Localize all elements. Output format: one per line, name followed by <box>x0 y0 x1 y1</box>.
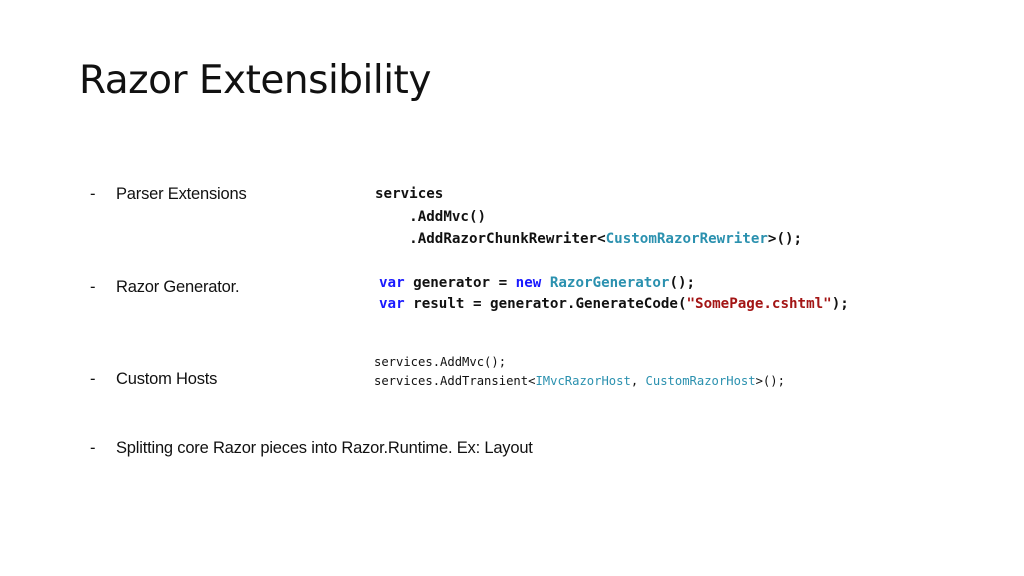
code-line: .AddMvc() <box>375 208 487 225</box>
code-line: var result = generator.GenerateCode("Som… <box>379 294 849 315</box>
code-keyword-token: new <box>515 275 542 291</box>
bullet-dash: - <box>90 278 96 296</box>
bullet-dash: - <box>90 439 96 457</box>
code-snippet-razor-generator: var generator = new RazorGenerator();var… <box>379 273 849 315</box>
code-token: , <box>630 374 646 388</box>
bullet-parser-extensions: - Parser Extensions <box>90 185 247 204</box>
bullet-custom-hosts: - Custom Hosts <box>90 370 217 389</box>
code-token <box>541 275 550 291</box>
code-token: >(); <box>755 374 785 388</box>
code-type-token: CustomRazorHost <box>645 374 756 388</box>
code-token: >(); <box>767 231 803 247</box>
code-snippet-parser-extensions: services .AddMvc() .AddRazorChunkRewrite… <box>375 183 802 251</box>
code-keyword-token: var <box>379 275 405 291</box>
code-type-token: RazorGenerator <box>549 275 670 291</box>
code-keyword-token: var <box>379 296 405 312</box>
code-token: ); <box>831 296 849 312</box>
code-line: services <box>375 186 444 202</box>
code-token: result = generator.GenerateCode( <box>404 296 687 312</box>
code-line: .AddRazorChunkRewriter<CustomRazorRewrit… <box>375 228 802 251</box>
bullet-dash: - <box>90 370 96 388</box>
bullet-razor-generator: - Razor Generator. <box>90 278 240 297</box>
code-snippet-custom-hosts: services.AddMvc(); services.AddTransient<… <box>374 353 785 391</box>
bullet-text: Razor Generator. <box>116 278 240 296</box>
code-type-token: CustomRazorRewriter <box>605 231 768 247</box>
code-line: services.AddMvc(); <box>374 355 507 369</box>
code-string-token: "SomePage.cshtml" <box>686 296 832 312</box>
code-line: var generator = new RazorGenerator(); <box>379 273 849 294</box>
code-token: services.AddTransient< <box>374 374 536 388</box>
code-token: .AddRazorChunkRewriter< <box>375 231 606 247</box>
bullet-text: Parser Extensions <box>116 185 247 203</box>
code-line: services.AddTransient<IMvcRazorHost, Cus… <box>374 372 785 391</box>
bullet-text: Custom Hosts <box>116 370 218 388</box>
code-token: generator = <box>404 275 516 291</box>
bullet-dash: - <box>90 185 96 203</box>
bullet-text: Splitting core Razor pieces into Razor.R… <box>116 439 533 457</box>
code-type-token: IMvcRazorHost <box>535 374 631 388</box>
bullet-splitting-core: - Splitting core Razor pieces into Razor.… <box>90 439 533 458</box>
code-token: (); <box>669 275 696 291</box>
slide-title: Razor Extensibility <box>79 58 431 103</box>
